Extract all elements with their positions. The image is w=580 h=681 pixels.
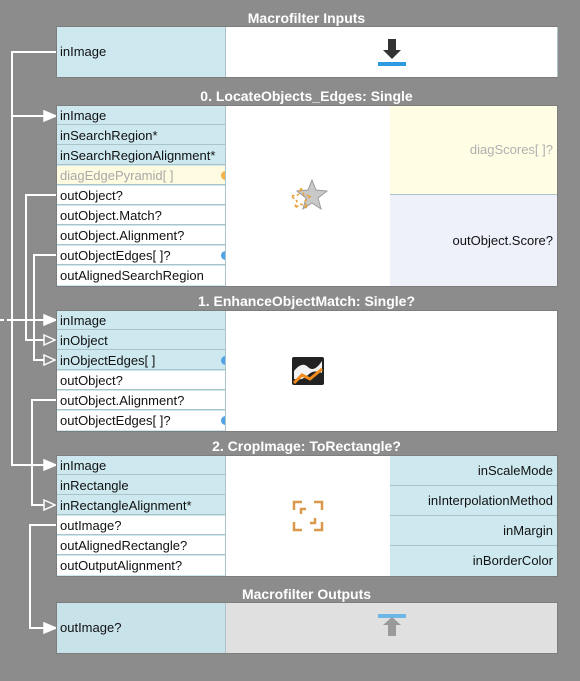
port-diagEdgePyramid-label: diagEdgePyramid[ ] [60,168,174,183]
crop-title: 2. CropImage: ToRectangle? [212,438,401,454]
port-inImage[interactable]: inImage [57,106,225,125]
port-outObject[interactable]: outObject? [57,371,225,390]
port-inSearchRegionAlignment[interactable]: inSearchRegionAlignment* [57,146,225,165]
outObject-Score-output[interactable]: outObject.Score? [390,195,557,286]
port-outObject-Alignment[interactable]: outObject.Alignment? [57,226,225,245]
port-diagEdgePyramid[interactable]: diagEdgePyramid[ ] [57,166,230,185]
port-outOutputAlignment[interactable]: outOutputAlignment? [57,556,225,575]
crop-image-block[interactable]: inImage inRectangle inRectangleAlignment… [56,455,558,577]
port-outObjectEdges-label: outObjectEdges[ ]? [60,248,171,263]
port-outObjectEdges[interactable]: outObjectEdges[ ]? [57,411,230,430]
port-outObject-Alignment[interactable]: outObject.Alignment? [57,391,225,410]
param-inBorderColor[interactable]: inBorderColor [390,546,557,576]
locate-title: 0. LocateObjects_Edges: Single [200,88,413,104]
port-inObject[interactable]: inObject [57,331,225,350]
port-inObjectEdges-label: inObjectEdges[ ] [60,353,156,368]
port-outObject[interactable]: outObject? [57,186,225,205]
param-inScaleMode[interactable]: inScaleMode [390,456,557,486]
download-icon [377,39,406,66]
crop-rectangle-icon [292,500,324,532]
port-outObjectEdges[interactable]: outObjectEdges[ ]? [57,246,230,265]
port-inImage[interactable]: inImage [57,456,225,475]
port-inObjectEdges[interactable]: inObjectEdges[ ] [57,351,230,370]
enhance-match-block[interactable]: inImage inObject inObjectEdges[ ] outObj… [56,310,558,432]
diag-scores-output[interactable]: diagScores[ ]? [390,106,557,195]
port-outImage[interactable]: outImage? [57,516,225,535]
port-inRectangleAlignment[interactable]: inRectangleAlignment* [57,496,225,515]
port-inSearchRegion[interactable]: inSearchRegion* [57,126,225,145]
macro-inputs-title: Macrofilter Inputs [247,10,366,26]
param-inInterpolationMethod[interactable]: inInterpolationMethod [390,486,557,516]
macro-output-outImage[interactable]: outImage? [60,620,122,635]
upload-icon [377,614,406,636]
macro-outputs-title: Macrofilter Outputs [241,586,372,602]
enhance-match-icon [292,357,324,385]
port-outAlignedSearchRegion[interactable]: outAlignedSearchRegion [57,266,225,285]
macro-inputs-block[interactable]: inImage [56,26,558,78]
locate-objects-block[interactable]: inImage inSearchRegion* inSearchRegionAl… [56,105,558,287]
port-inImage[interactable]: inImage [57,311,225,330]
macro-outputs-block[interactable]: outImage? [56,602,558,654]
port-outObject-Match[interactable]: outObject.Match? [57,206,225,225]
param-inMargin[interactable]: inMargin [390,516,557,546]
enhance-title: 1. EnhanceObjectMatch: Single? [197,293,416,309]
macro-input-inImage[interactable]: inImage [60,44,107,59]
port-outObjectEdges-label: outObjectEdges[ ]? [60,413,171,428]
port-inRectangle[interactable]: inRectangle [57,476,225,495]
locate-objects-star-icon [289,178,328,211]
port-outAlignedRectangle[interactable]: outAlignedRectangle? [57,536,225,555]
